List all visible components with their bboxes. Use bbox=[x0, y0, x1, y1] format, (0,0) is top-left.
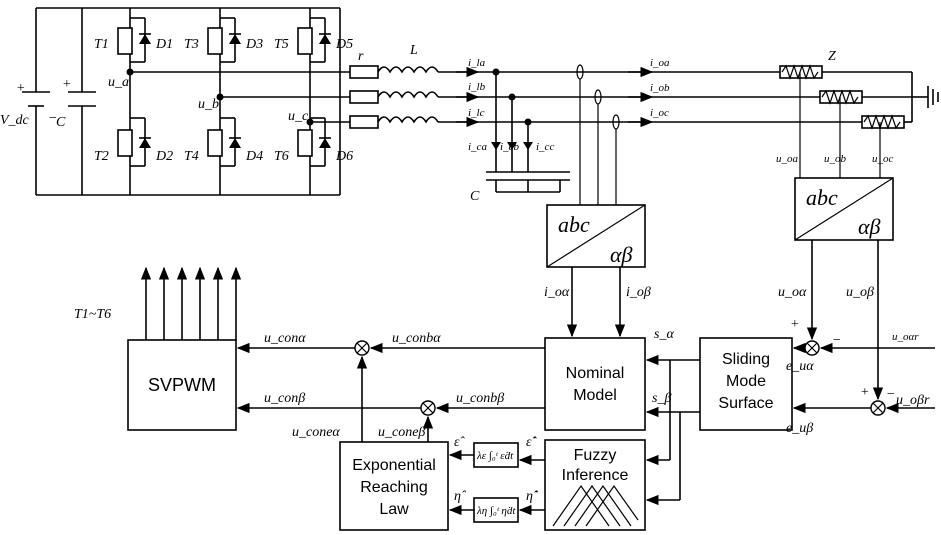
fuzzy-inference-block bbox=[544, 439, 646, 531]
switch-t2: T2 bbox=[94, 149, 109, 164]
signal-wires bbox=[140, 240, 935, 516]
nominal-model-line1: Nominal bbox=[566, 365, 625, 382]
switch-t1: T1 bbox=[94, 37, 109, 52]
sliding-mode-block bbox=[699, 337, 793, 431]
current-transform-bottom: αβ bbox=[610, 242, 633, 267]
label-eta-dot: η̂̇ bbox=[526, 489, 539, 504]
reaching-law-line3: Law bbox=[379, 501, 409, 518]
switch-t5: T5 bbox=[274, 37, 289, 52]
inverter-legs bbox=[117, 8, 341, 195]
nominal-model-line2: Model bbox=[573, 387, 617, 404]
plus-beta: + bbox=[860, 385, 869, 400]
dc-cap-label: C bbox=[56, 115, 66, 130]
minus-beta: − bbox=[886, 387, 895, 402]
current-transform-top: abc bbox=[558, 212, 590, 237]
diode-d4: D4 bbox=[245, 149, 263, 164]
current-ila: i_la bbox=[468, 57, 486, 69]
label-u-oalpha: u_oα bbox=[778, 285, 807, 300]
diode-d2: D2 bbox=[155, 149, 173, 164]
integrator-eps: λε ∫₀ᵗ ε̇dt bbox=[476, 450, 514, 462]
minus-alpha: − bbox=[832, 333, 841, 348]
inductor-label: L bbox=[409, 43, 418, 58]
dc-source-label: V_dc bbox=[0, 113, 30, 128]
current-ica: i_ca bbox=[468, 141, 487, 153]
phase-voltage-uc: u_c bbox=[288, 109, 309, 124]
voltage-uoc: u_oc bbox=[872, 153, 894, 165]
label-u-conbalpha: u_conbα bbox=[392, 331, 441, 346]
integrator-eta: λη ∫₀ᵗ η̇dt bbox=[476, 505, 516, 517]
voltage-uoa: u_oa bbox=[776, 153, 799, 165]
phase-lines bbox=[126, 65, 862, 129]
switch-t6: T6 bbox=[274, 149, 289, 164]
label-u-obeta: u_oβ bbox=[846, 285, 874, 300]
label-u-oalpha-ref: u_oαr bbox=[892, 331, 919, 343]
label-u-conebeta: u_coneβ bbox=[378, 425, 425, 440]
switch-t4: T4 bbox=[184, 149, 199, 164]
phase-voltage-ub: u_b bbox=[198, 97, 219, 112]
cap-plus: + bbox=[62, 77, 71, 92]
current-ioc: i_oc bbox=[650, 107, 669, 119]
diode-d5: D5 bbox=[335, 37, 353, 52]
label-s-beta: s_β bbox=[652, 391, 671, 406]
phase-voltage-ua: u_a bbox=[108, 75, 129, 90]
svpwm-label: SVPWM bbox=[148, 375, 216, 395]
nominal-model-block bbox=[544, 337, 646, 431]
dc-plus: + bbox=[16, 81, 25, 96]
current-icb: i_cb bbox=[500, 141, 519, 153]
label-u-conbeta: u_conβ bbox=[264, 391, 305, 406]
fuzzy-line1: Fuzzy bbox=[574, 447, 617, 464]
load-label: Z bbox=[828, 49, 836, 64]
diode-d3: D3 bbox=[245, 37, 263, 52]
current-transform-block bbox=[546, 204, 646, 268]
label-eps-dot: ε̂̇ bbox=[526, 435, 538, 450]
voltage-transform-top: abc bbox=[806, 185, 838, 210]
fuzzy-line2: Inference bbox=[562, 467, 629, 484]
label-e-ubeta: e_uβ bbox=[786, 421, 813, 436]
filter-cap-label: C bbox=[470, 189, 480, 204]
current-ilc: i_lc bbox=[468, 107, 485, 119]
reaching-law-line1: Exponential bbox=[352, 457, 436, 474]
sliding-mode-line3: Surface bbox=[718, 395, 773, 412]
label-eps-hat: ε̂ bbox=[454, 435, 466, 450]
label-u-obeta-ref: u_oβr bbox=[896, 393, 930, 408]
sliding-mode-line1: Sliding bbox=[722, 351, 770, 368]
plus-alpha: + bbox=[790, 317, 799, 332]
dc-minus: − bbox=[48, 111, 57, 126]
svpwm-block bbox=[127, 339, 237, 431]
dc-bus bbox=[22, 7, 340, 196]
filter-capacitors bbox=[486, 72, 570, 193]
label-u-conbbeta: u_conbβ bbox=[456, 391, 504, 406]
current-icc: i_cc bbox=[536, 141, 554, 153]
summing-junctions bbox=[354, 340, 886, 416]
label-u-conealpha: u_coneα bbox=[292, 425, 340, 440]
label-e-ualpha: e_uα bbox=[786, 359, 814, 374]
label-eta-hat: η̂ bbox=[454, 489, 467, 504]
label-i-obeta: i_oβ bbox=[626, 285, 651, 300]
voltage-uob: u_ob bbox=[824, 153, 847, 165]
voltage-transform-block bbox=[794, 177, 894, 241]
switch-t3: T3 bbox=[184, 37, 199, 52]
current-iob: i_ob bbox=[650, 82, 670, 94]
current-ioa: i_oa bbox=[650, 57, 670, 69]
label-s-alpha: s_α bbox=[654, 327, 674, 342]
load bbox=[779, 64, 939, 178]
sliding-mode-line2: Mode bbox=[726, 373, 766, 390]
label-switch-outputs: T1~T6 bbox=[74, 307, 111, 322]
label-u-conalpha: u_conα bbox=[264, 331, 306, 346]
diode-d1: D1 bbox=[155, 37, 173, 52]
voltage-transform-bottom: αβ bbox=[858, 214, 881, 239]
current-ilb: i_lb bbox=[468, 81, 486, 93]
label-i-oalpha: i_oα bbox=[544, 285, 570, 300]
resistor-label: r bbox=[358, 49, 364, 64]
reaching-law-block bbox=[339, 441, 449, 531]
diode-d6: D6 bbox=[335, 149, 353, 164]
reaching-law-line2: Reaching bbox=[360, 479, 428, 496]
current-sensors bbox=[576, 64, 620, 205]
